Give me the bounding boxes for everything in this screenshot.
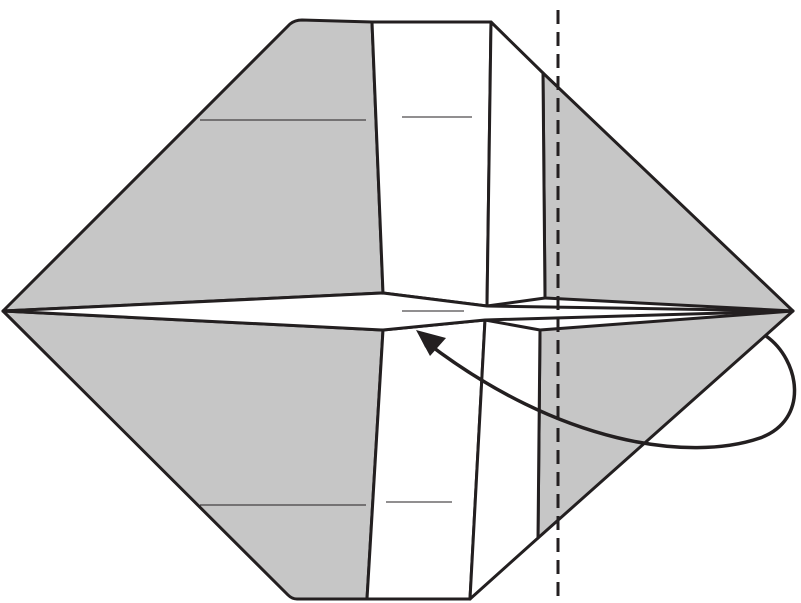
top-right-gray-flap xyxy=(541,71,795,313)
right-top-white-flap xyxy=(485,20,547,308)
center-strip-top xyxy=(370,20,493,308)
center-slit xyxy=(1,291,795,332)
center-strip-bottom xyxy=(365,318,487,601)
right-bottom-white-flap xyxy=(468,318,542,601)
bottom-left-gray-flap xyxy=(1,309,385,601)
arrowhead xyxy=(416,330,446,356)
top-left-gray-flap xyxy=(1,18,385,313)
curved-arrow-icon xyxy=(420,334,797,450)
